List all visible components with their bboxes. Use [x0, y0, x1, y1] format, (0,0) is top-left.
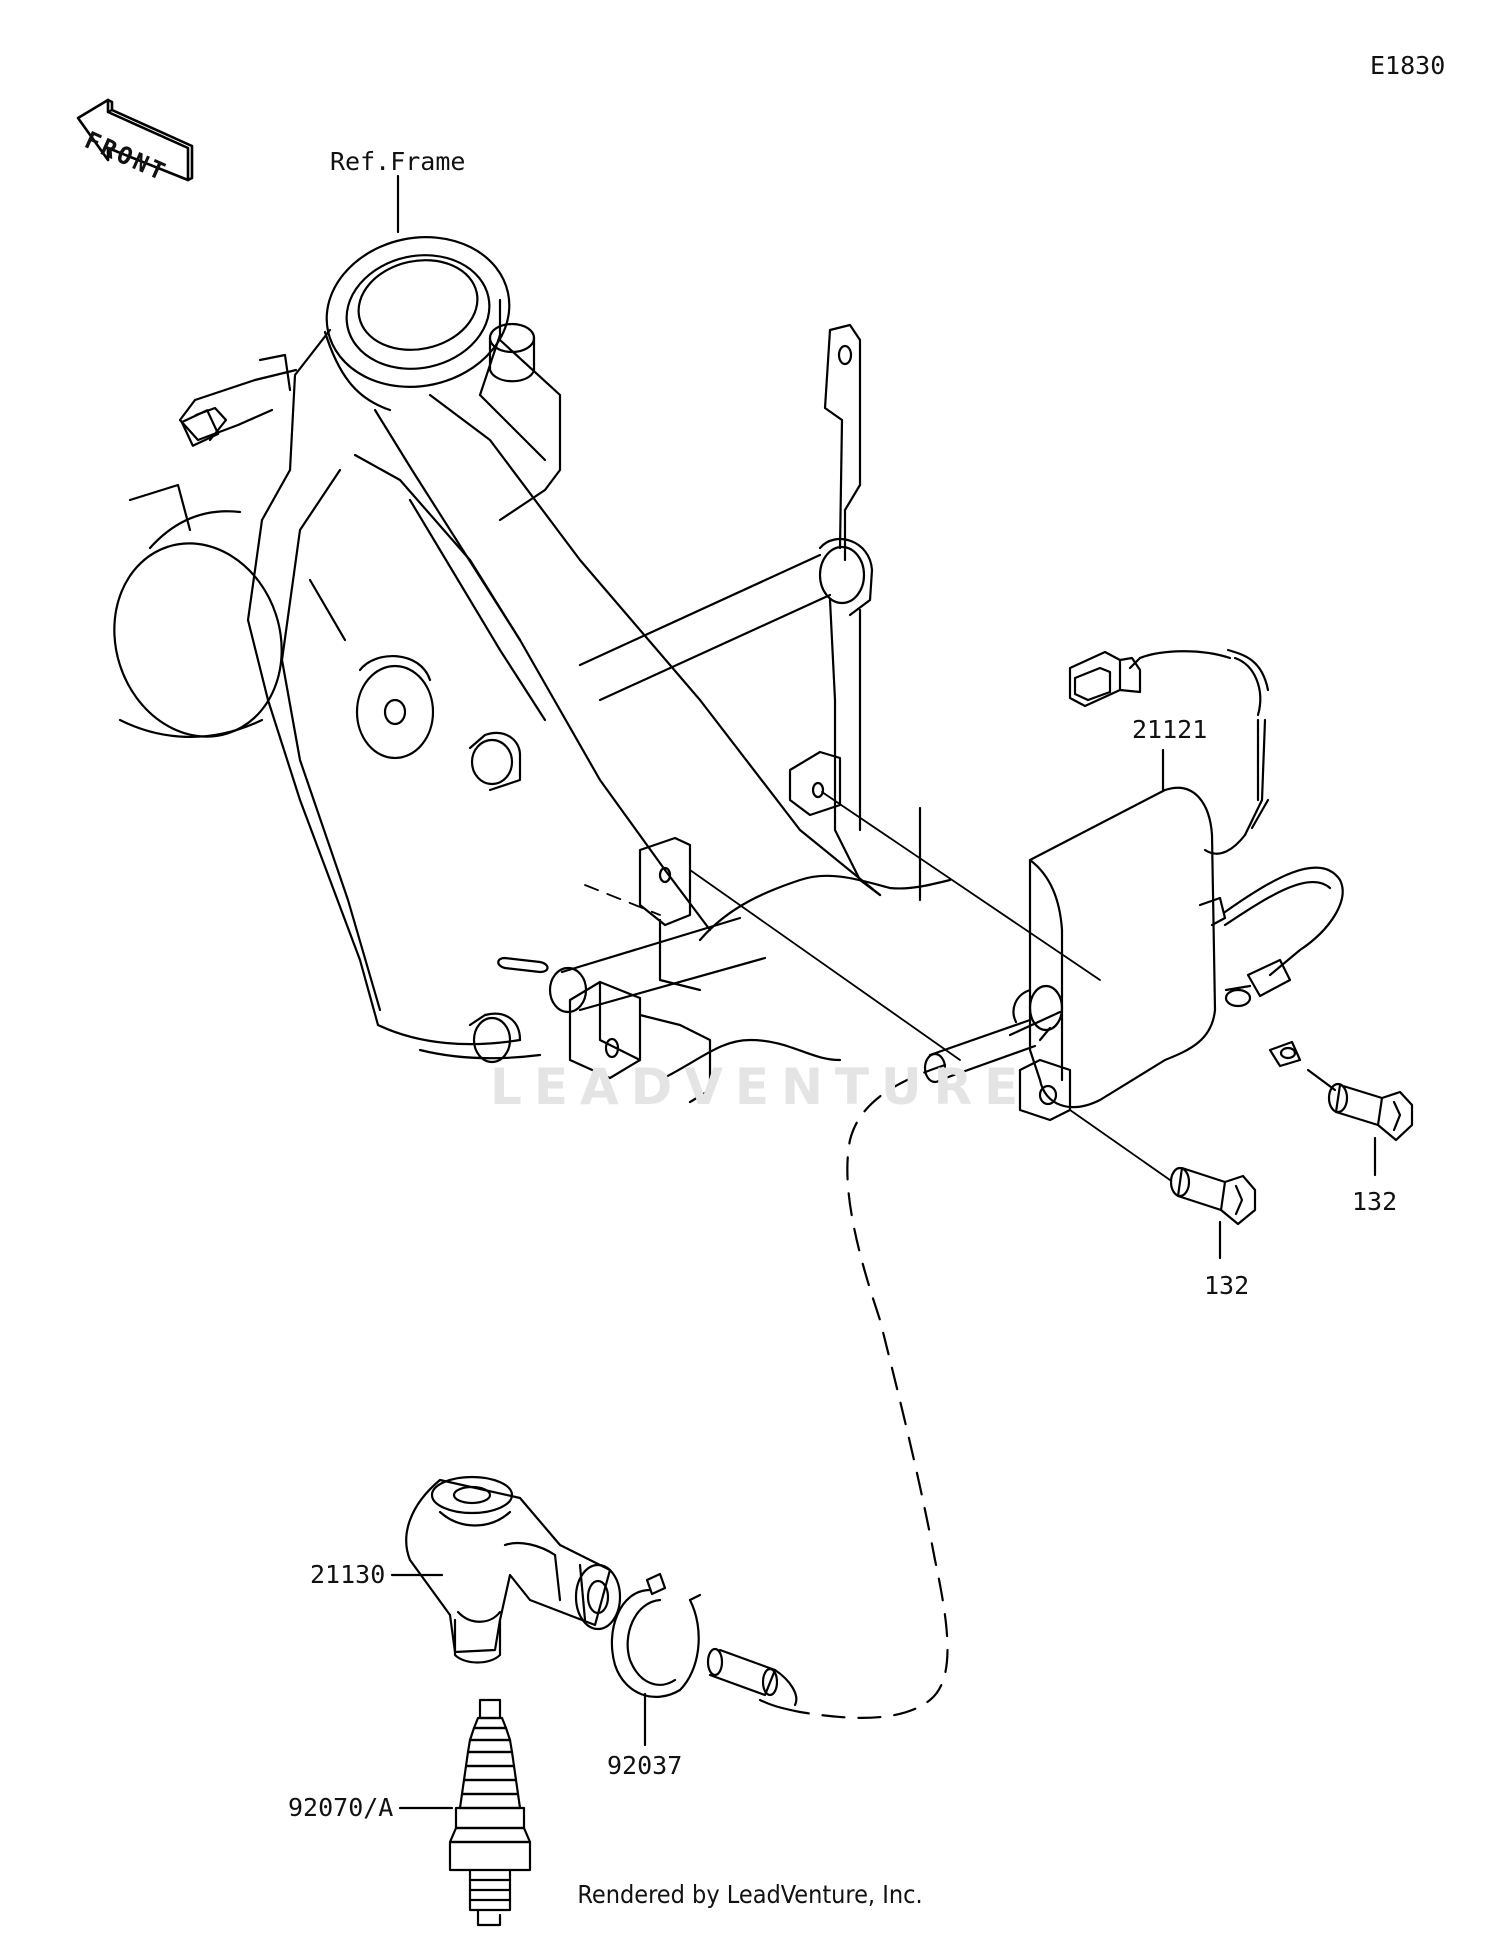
- label-132-right: 132: [1352, 1187, 1398, 1216]
- watermark: LEADVENTURE: [490, 1058, 1031, 1116]
- front-arrow-icon: [78, 100, 192, 180]
- label-ref-frame: Ref.Frame: [330, 147, 466, 176]
- label-92070a: 92070/A: [288, 1793, 394, 1822]
- label-92037: 92037: [607, 1751, 683, 1780]
- clip: [612, 1574, 700, 1745]
- diagram-code: E1830: [1370, 51, 1446, 80]
- mount-dashed: [585, 885, 660, 915]
- label-132-left: 132: [1204, 1271, 1250, 1300]
- ignition-coil: [925, 650, 1343, 1120]
- frame-assembly: [90, 220, 950, 1102]
- bolt-right: [1270, 1042, 1412, 1175]
- label-21130: 21130: [310, 1560, 386, 1589]
- spark-plug: [450, 1700, 530, 1925]
- plug-cap: [406, 1477, 620, 1663]
- ht-lead-segment: [708, 1649, 796, 1705]
- mount-line-2: [690, 870, 960, 1060]
- ht-lead: [800, 1065, 948, 1718]
- bolt-left: [1070, 1110, 1255, 1258]
- footer-credit: Rendered by LeadVenture, Inc.: [577, 1880, 923, 1909]
- mount-line: [822, 792, 1100, 980]
- label-21121: 21121: [1132, 715, 1208, 744]
- ht-lead-end: [760, 1700, 800, 1712]
- connector-icon: [1070, 652, 1140, 706]
